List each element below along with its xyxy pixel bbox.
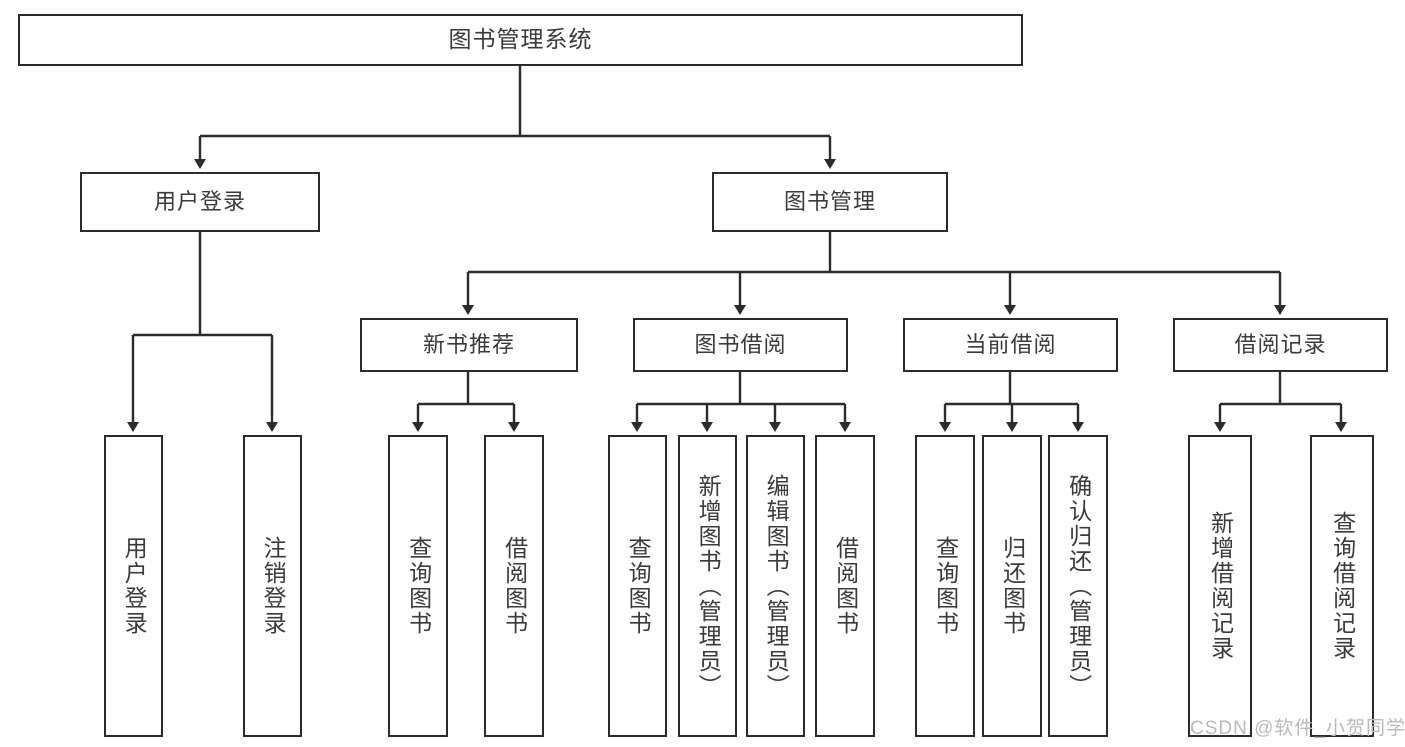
leaf-logout[interactable]: 注销登录 [243,435,302,737]
leaf-label: 查询图书 [405,536,432,636]
csdn-watermark: CSDN @软件_小贺同学 [1190,718,1405,739]
leaf-label: 查询图书 [625,536,652,636]
node-label: 图书管理系统 [448,26,593,53]
leaf-label: 新增借阅记录 [1207,511,1234,661]
leaf-query-books-current[interactable]: 查询图书 [915,435,975,737]
leaf-borrow-books[interactable]: 借阅图书 [815,435,875,737]
node-book-borrowing[interactable]: 图书借阅 [633,318,848,372]
node-book-management[interactable]: 图书管理 [712,172,948,232]
leaf-add-borrow-record[interactable]: 新增借阅记录 [1188,435,1252,737]
node-current-borrowing[interactable]: 当前借阅 [903,318,1118,372]
leaf-label: 借阅图书 [832,536,859,636]
leaf-label: 新增图书（管理员） [695,473,722,699]
leaf-label: 确认归还（管理员） [1065,473,1092,699]
leaf-borrow-books-recommendation[interactable]: 借阅图书 [484,435,544,737]
node-new-book-recommendation[interactable]: 新书推荐 [360,318,578,372]
node-user-login[interactable]: 用户登录 [80,172,320,232]
leaf-label: 注销登录 [260,536,287,636]
node-label: 图书管理 [783,188,876,214]
node-root-book-management-system[interactable]: 图书管理系统 [18,14,1023,66]
leaf-edit-book-admin[interactable]: 编辑图书（管理员） [746,435,805,737]
leaf-confirm-return-admin[interactable]: 确认归还（管理员） [1048,435,1108,737]
node-borrowing-records[interactable]: 借阅记录 [1173,318,1388,372]
leaf-label: 归还图书 [999,536,1026,636]
node-label: 借阅记录 [1234,331,1327,357]
leaf-query-books-borrowing[interactable]: 查询图书 [608,435,667,737]
leaf-label: 查询借阅记录 [1329,511,1356,661]
leaf-query-borrow-record[interactable]: 查询借阅记录 [1310,435,1374,737]
node-label: 当前借阅 [964,331,1057,357]
leaf-label: 用户登录 [121,536,148,636]
leaf-query-books-recommendation[interactable]: 查询图书 [388,435,448,737]
leaf-return-books[interactable]: 归还图书 [982,435,1042,737]
leaf-label: 查询图书 [932,536,959,636]
node-label: 用户登录 [153,188,246,214]
node-label: 新书推荐 [422,331,515,357]
node-label: 图书借阅 [694,331,787,357]
leaf-label: 编辑图书（管理员） [763,473,790,699]
leaf-label: 借阅图书 [501,536,528,636]
leaf-user-login[interactable]: 用户登录 [104,435,163,737]
leaf-add-book-admin[interactable]: 新增图书（管理员） [678,435,737,737]
